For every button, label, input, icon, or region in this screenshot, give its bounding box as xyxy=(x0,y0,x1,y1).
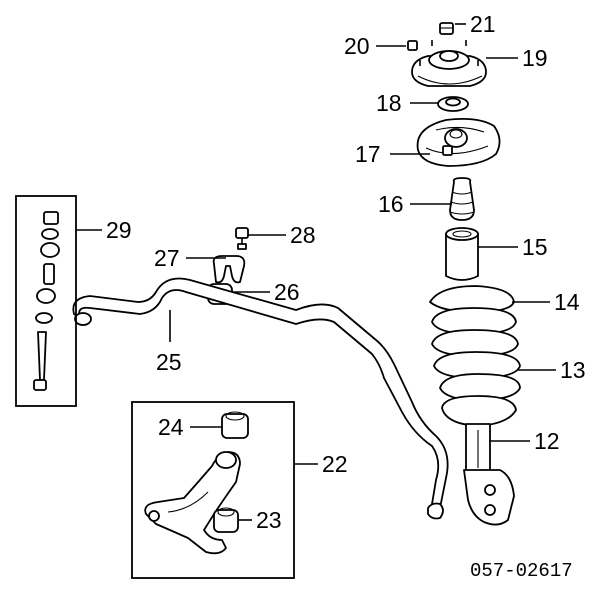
link-bushing-lower-icon xyxy=(36,288,56,304)
callout-23: 23 xyxy=(256,507,282,533)
part-27-bracket xyxy=(212,255,246,284)
part-25-stabilizer-bar xyxy=(72,277,449,520)
callout-29: 29 xyxy=(106,217,132,243)
part-12-strut xyxy=(441,395,517,526)
part-19-strut-mount xyxy=(411,40,487,87)
link-bushing-icon xyxy=(40,242,60,258)
reference-code: 057-02617 xyxy=(470,560,573,582)
link-bolt-icon xyxy=(37,331,47,381)
part-lower-arm xyxy=(144,451,241,555)
box-29-link-kit xyxy=(15,195,77,407)
callout-labels: 21 20 19 18 17 16 15 14 13 12 29 28 27 2… xyxy=(106,11,586,533)
callout-17: 17 xyxy=(355,141,381,167)
callout-22: 22 xyxy=(322,451,348,477)
leader-lines xyxy=(76,23,556,521)
callout-26: 26 xyxy=(274,279,300,305)
part-14-coil-spring xyxy=(429,285,521,401)
callout-21: 21 xyxy=(470,11,496,37)
callout-24: 24 xyxy=(158,414,184,440)
link-sleeve-icon xyxy=(43,263,55,285)
callout-16: 16 xyxy=(378,191,404,217)
callout-28: 28 xyxy=(290,222,316,248)
part-17-spring-seat xyxy=(416,117,501,167)
callout-19: 19 xyxy=(522,45,548,71)
link-bolt-head-icon xyxy=(33,379,47,391)
link-nut-icon xyxy=(43,211,59,225)
part-23-bushing xyxy=(213,507,239,533)
part-24-bushing xyxy=(221,411,249,439)
callout-15: 15 xyxy=(522,234,548,260)
part-21-nut xyxy=(439,22,454,35)
part-15-dust-boot xyxy=(445,227,479,281)
part-16-bump-stop xyxy=(449,177,475,221)
part-18-bearing xyxy=(437,96,469,112)
callout-20: 20 xyxy=(344,33,370,59)
link-washer-lower-icon xyxy=(35,312,53,324)
callout-18: 18 xyxy=(376,90,402,116)
callout-12: 12 xyxy=(534,428,560,454)
callout-14: 14 xyxy=(554,289,580,315)
callout-13: 13 xyxy=(560,357,586,383)
part-20-cap xyxy=(407,40,418,51)
part-28-bolt xyxy=(235,227,249,250)
box-22-lower-arm xyxy=(131,401,295,579)
callout-27: 27 xyxy=(154,245,180,271)
link-washer-icon xyxy=(41,228,59,240)
callout-25: 25 xyxy=(156,349,182,375)
